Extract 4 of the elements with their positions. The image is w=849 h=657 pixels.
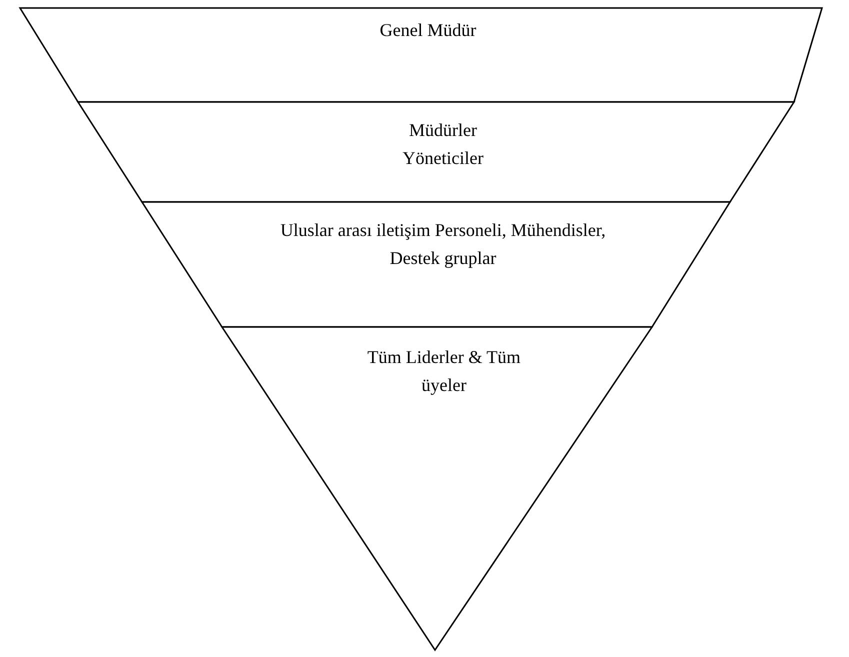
tier-label: Müdürler Yöneticiler bbox=[402, 119, 484, 170]
tier-label: Uluslar arası iletişim Personeli, Mühendisler, Destek gruplar bbox=[279, 219, 607, 270]
tier-label: Genel Müdür bbox=[380, 19, 476, 42]
tier-label: Tüm Liderler & Tüm üyeler bbox=[366, 346, 522, 397]
